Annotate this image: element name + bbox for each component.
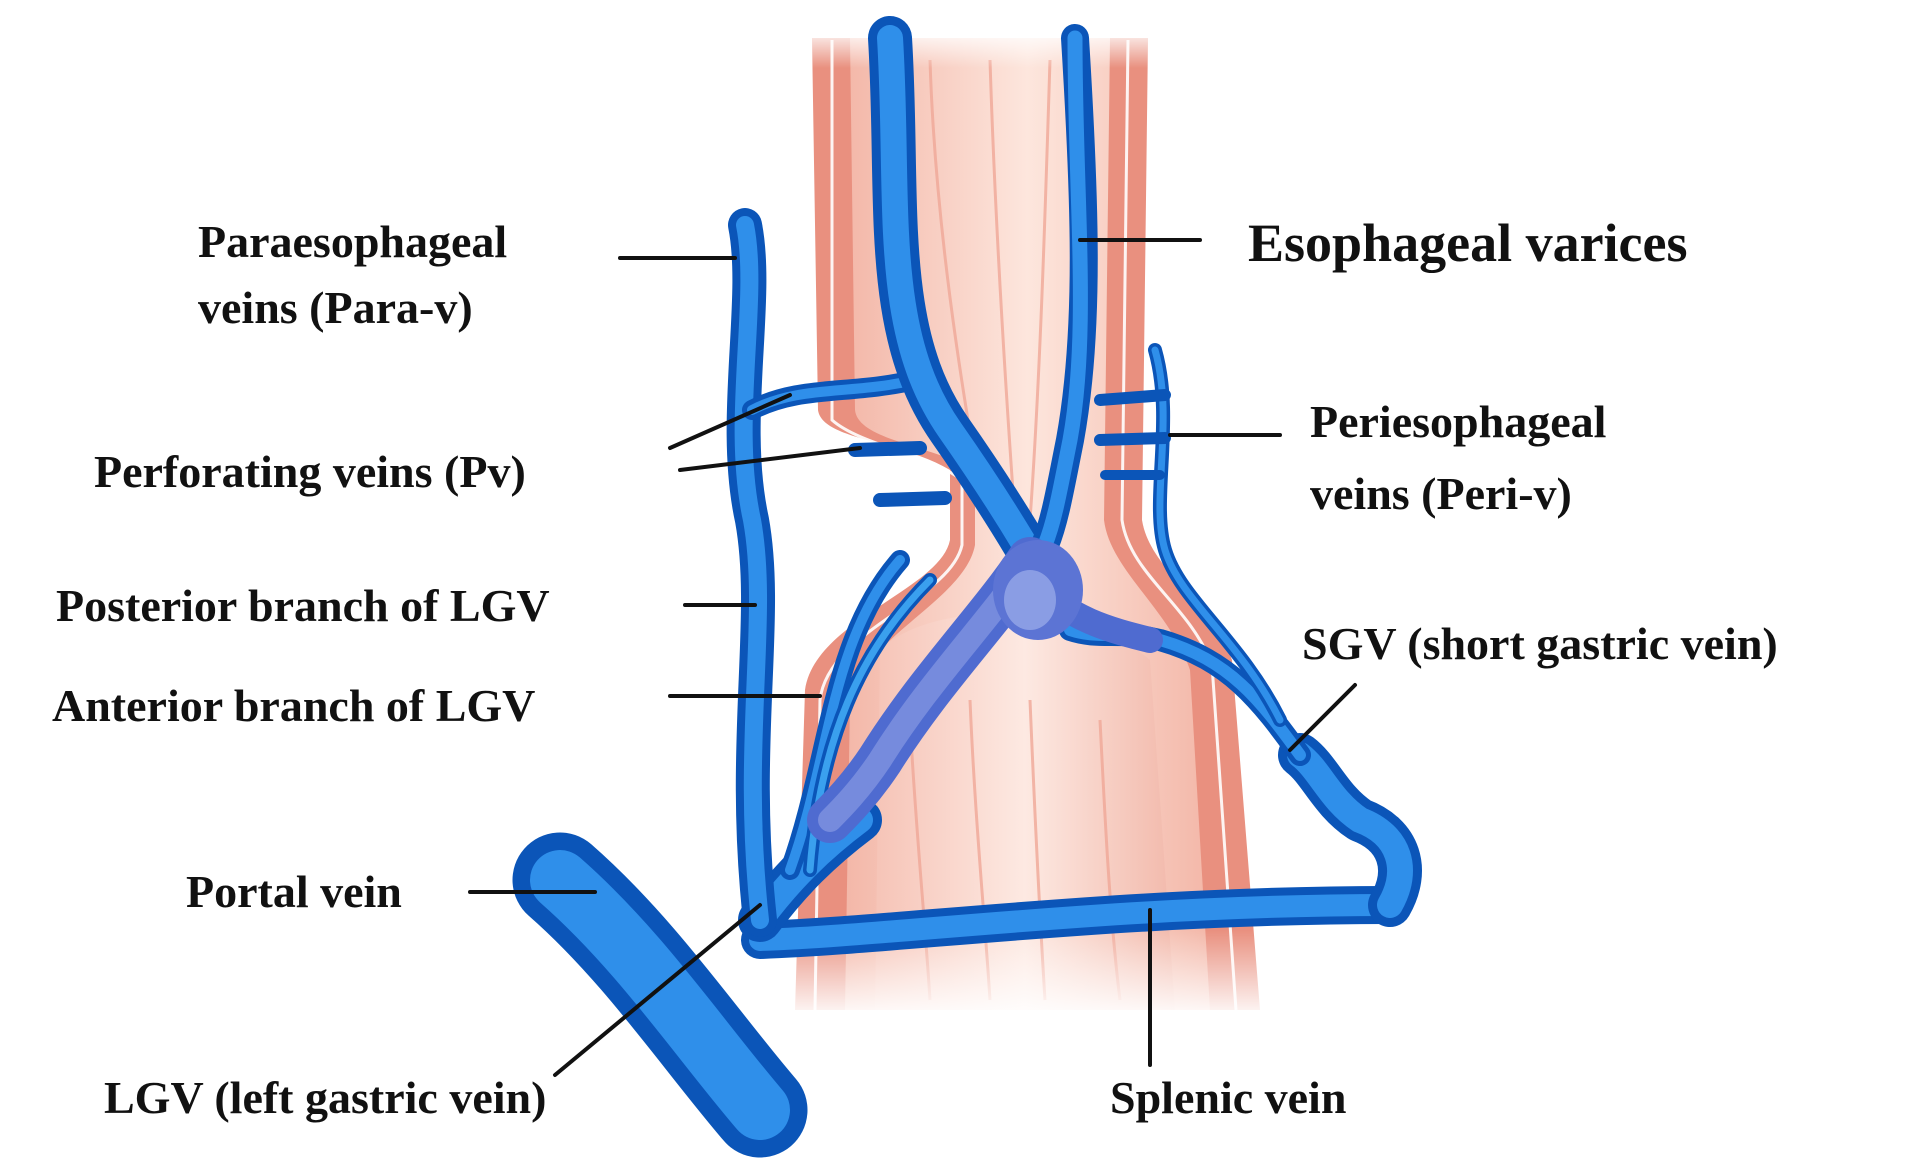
leader-lgv: [553, 903, 762, 1077]
label-periesophageal-line1: Periesophageal: [1310, 396, 1607, 447]
esophageal-varices-shape: [807, 16, 1163, 843]
label-periesophageal-line2: veins (Peri-v): [1310, 468, 1572, 519]
posterior-branch-shape: [780, 550, 910, 880]
leader-sgv: [1288, 683, 1357, 752]
label-paraesophageal-line1: Paraesophageal: [198, 216, 508, 267]
leader-perforating-1: [668, 393, 792, 450]
label-posterior-branch-lgv: Posterior branch of LGV: [56, 580, 550, 631]
portal-vein-shape: [512, 832, 808, 1158]
label-anterior-branch-lgv: Anterior branch of LGV: [52, 680, 536, 731]
label-paraesophageal-line2: veins (Para-v): [198, 282, 473, 333]
periesophageal-veins-shape: [1094, 343, 1287, 727]
label-esophageal-varices: Esophageal varices: [1248, 213, 1688, 273]
label-perforating-veins: Perforating veins (Pv): [94, 446, 526, 497]
label-sgv: SGV (short gastric vein): [1302, 618, 1778, 669]
label-splenic-vein: Splenic vein: [1110, 1072, 1347, 1123]
splenic-vein-shape: [741, 733, 1422, 959]
label-lgv: LGV (left gastric vein): [104, 1072, 547, 1123]
label-portal-vein: Portal vein: [186, 866, 402, 917]
leader-lines: [468, 238, 1357, 1077]
paraesophageal-vein-shape: [726, 208, 777, 937]
leader-perforating-2: [678, 446, 862, 472]
veins: [512, 16, 1422, 1158]
